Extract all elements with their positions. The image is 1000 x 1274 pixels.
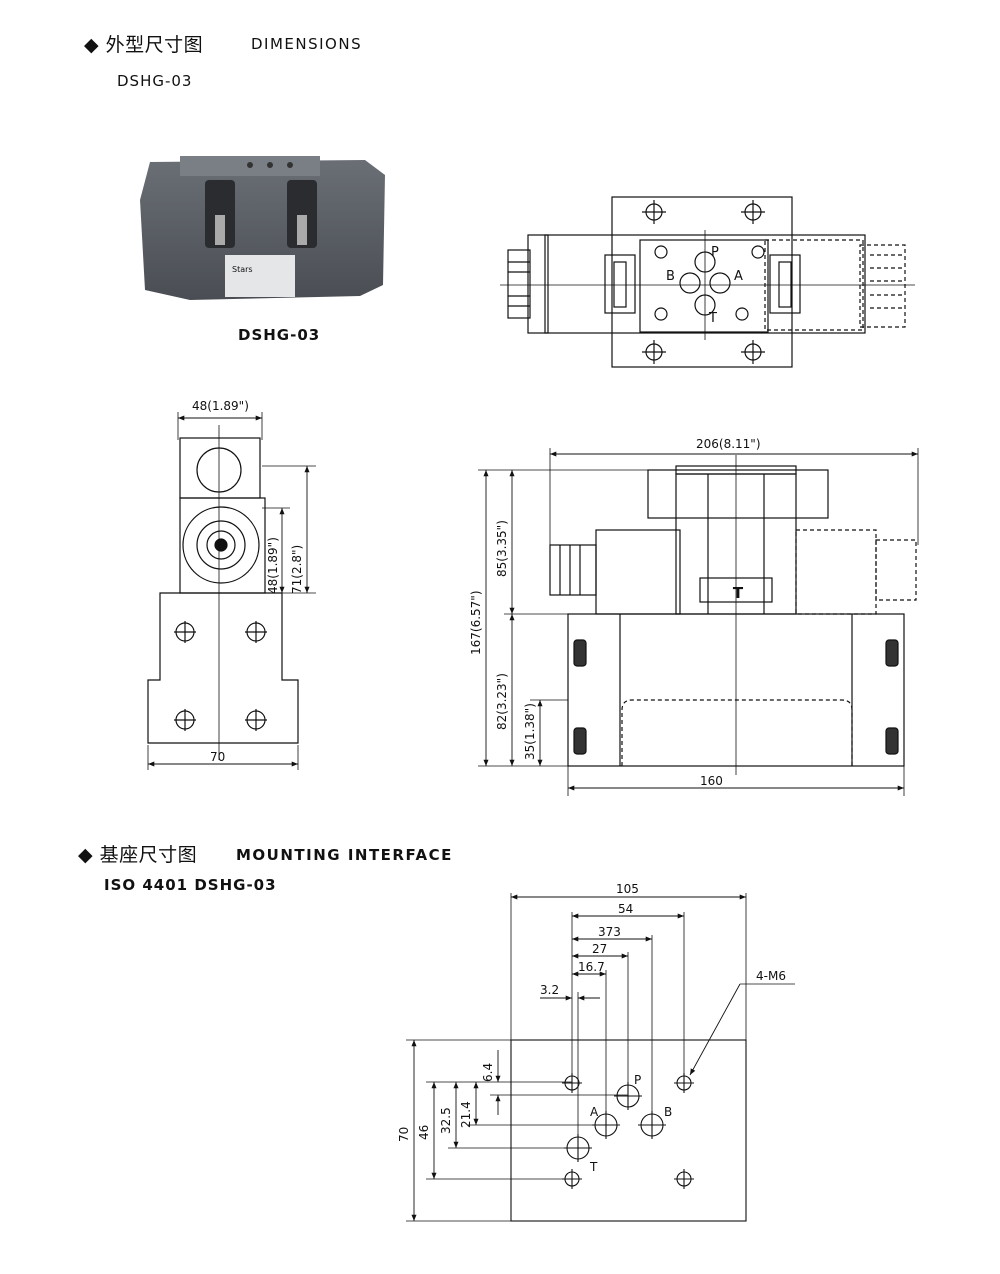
front-dim-85: 85(3.35") [495,520,509,577]
front-dim-160: 160 [700,774,723,788]
front-dim-82: 82(3.23") [495,673,509,730]
mounting-interface-drawing [406,893,795,1222]
mi-dim-64: 6.4 [481,1063,495,1082]
front-dim-167: 167(6.57") [469,590,483,655]
section1-title-cn: 外型尺寸图 [105,34,204,56]
mi-dim-214: 21.4 [459,1101,473,1128]
top-port-p: P [711,245,719,260]
mi-dim-54: 54 [618,902,633,916]
diamond-bullet-icon: ◆ [84,34,100,56]
top-port-t: T [708,311,717,326]
side-dim-71: 71(2.8") [290,545,304,594]
section2-header: ◆ 基座尺寸图 [78,840,197,867]
mi-thread-4m6: 4-M6 [756,969,786,983]
section1-model: DSHG-03 [117,72,193,90]
mi-port-b: B [664,1105,672,1119]
side-dim-70: 70 [210,750,225,764]
mi-port-p: P [634,1073,641,1087]
front-label-t: T [733,584,744,602]
top-view-drawing [500,196,915,368]
mi-dim-32: 3.2 [540,983,559,997]
mi-dim-70: 70 [397,1127,411,1142]
mi-dim-27: 27 [592,942,607,956]
mi-dim-46: 46 [417,1125,431,1140]
section2-model: ISO 4401 DSHG-03 [104,876,277,894]
mi-port-a: A [590,1105,599,1119]
valve-photo: Stars [140,156,385,300]
side-dim-48: 48(1.89") [266,537,280,594]
diamond-bullet-icon: ◆ [78,844,94,866]
section2-title-cn: 基座尺寸图 [99,844,198,866]
front-view-drawing [478,448,919,796]
top-port-a: A [734,269,743,284]
section1-title-en: DIMENSIONS [251,35,363,53]
front-dim-206: 206(8.11") [696,437,761,451]
mi-dim-373: 373 [598,925,621,939]
side-view-drawing [147,412,316,770]
mi-dim-105: 105 [616,882,639,896]
photo-brand: Stars [232,265,253,274]
front-dim-35: 35(1.38") [523,703,537,760]
section2-title-en: MOUNTING INTERFACE [236,846,453,864]
section1-header: ◆ 外型尺寸图 [84,30,203,57]
top-port-b: B [666,269,675,284]
mi-port-t: T [589,1160,598,1174]
photo-caption: DSHG-03 [238,326,321,344]
side-dim-48-top: 48(1.89") [192,399,249,413]
mi-dim-325: 32.5 [439,1107,453,1134]
mi-dim-167: 16.7 [578,960,605,974]
